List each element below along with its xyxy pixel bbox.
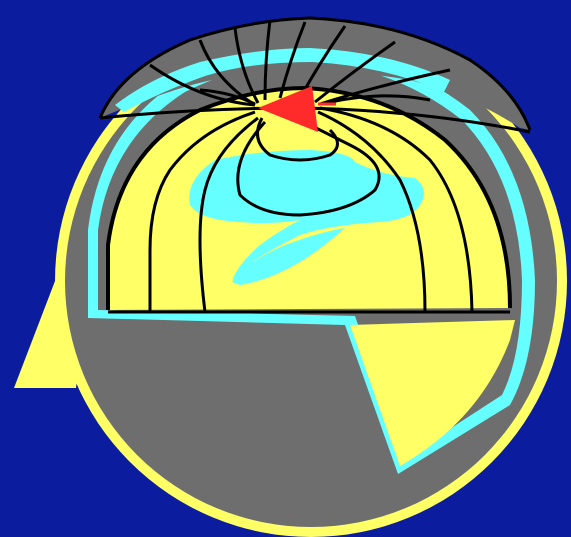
diagram-stage (0, 0, 571, 537)
cutaway-sphere-diagram (0, 0, 571, 537)
